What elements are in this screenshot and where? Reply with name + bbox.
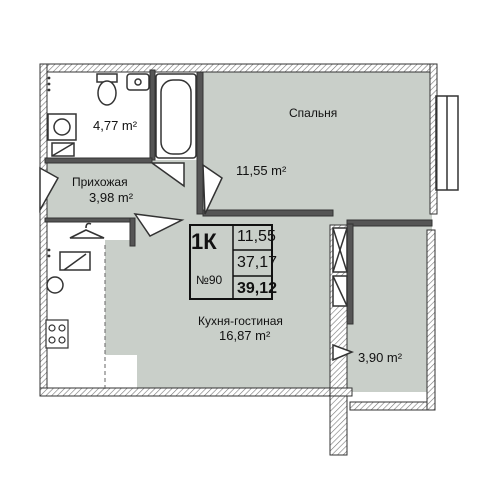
area-without-balcony-value: 37,17 bbox=[237, 254, 278, 271]
kitchen-sink-icon bbox=[46, 251, 91, 294]
apartment-number: №90 bbox=[196, 273, 223, 287]
sink-icon bbox=[126, 73, 150, 91]
living-area-value: 11,55 bbox=[237, 228, 276, 245]
kitchen-living-name: Кухня-гостиная bbox=[198, 314, 283, 328]
bedroom-name: Спальня bbox=[289, 106, 338, 120]
stove-icon bbox=[45, 319, 69, 349]
washing-machine-icon bbox=[47, 113, 77, 157]
apartment-info-box bbox=[189, 224, 273, 300]
hallway-name: Прихожая bbox=[72, 175, 128, 189]
interior-walls bbox=[44, 69, 433, 325]
toilet-icon bbox=[96, 73, 118, 106]
balcony-area: 3,90 m² bbox=[358, 350, 403, 365]
bedroom-area: 11,55 m² bbox=[236, 163, 287, 178]
total-area-value: 39,12 bbox=[237, 280, 278, 297]
bathroom-area: 4,77 m² bbox=[93, 118, 138, 133]
ventilation-dots bbox=[47, 76, 51, 258]
kitchen-living-area: 16,87 m² bbox=[219, 328, 271, 343]
window-icon bbox=[435, 95, 459, 191]
apartment-type: 1К bbox=[191, 229, 217, 254]
info-dividers bbox=[232, 224, 273, 300]
clothes-hanger-icon bbox=[69, 222, 105, 239]
door-icon bbox=[39, 162, 355, 362]
bathtub-icon bbox=[155, 73, 197, 159]
hallway-area: 3,98 m² bbox=[89, 190, 134, 205]
